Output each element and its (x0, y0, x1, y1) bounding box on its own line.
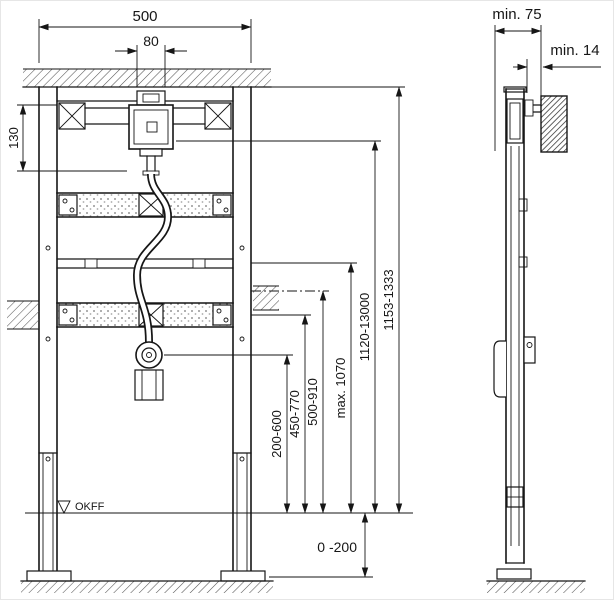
dim-floor-0-200: 0 -200 (269, 512, 373, 578)
dim-supply-label: 500-910 (305, 378, 320, 426)
dim-total-label: 1153-1333 (381, 269, 396, 330)
upper-mounting-rail (56, 192, 234, 218)
dim-width-500: 500 (38, 8, 252, 63)
dim-upper-rail-max-1070: max. 1070 (251, 262, 357, 514)
front-view: OKFF 500 80 130 200-600 (6, 8, 413, 593)
dim-flush-pipe-80: 80 (115, 33, 187, 87)
right-wall-hatch (253, 285, 279, 311)
floor-level-marker: OKFF (57, 500, 105, 515)
dim-top-offset-label: 130 (6, 127, 21, 149)
dim-lower-rail-label: 450-770 (287, 390, 302, 438)
side-view: min. 75 min. 14 (486, 6, 601, 593)
left-wall-hatch (7, 300, 39, 330)
supply-pipe (132, 173, 173, 343)
dim-drain-200-600: 200-600 (164, 354, 293, 514)
dim-flush-pipe-label: 80 (143, 33, 159, 49)
right-foot (220, 570, 266, 582)
dim-wall-clearance-min-14: min. 14 (513, 42, 601, 93)
left-anchor-plate (58, 102, 86, 130)
ground-hatch-side (486, 580, 586, 593)
right-anchor-plate (204, 102, 232, 130)
dim-valve-1120-1300: 1120-13000 (176, 140, 381, 514)
floor-level-label: OKFF (75, 501, 105, 513)
dim-depth-label: min. 75 (492, 6, 541, 23)
dim-width-label: 500 (132, 8, 157, 25)
dim-depth-min-75: min. 75 (492, 6, 542, 151)
dim-drain-label: 200-600 (269, 410, 284, 458)
frame-profile (493, 86, 542, 580)
frame-rails (38, 86, 252, 580)
flush-valve-unit (128, 90, 174, 176)
anchor-arms (84, 107, 206, 125)
left-foot (26, 570, 72, 582)
dim-floor-label: 0 -200 (317, 539, 357, 555)
dim-lower-rail-450-770: 450-770 (251, 314, 311, 514)
top-wall-hatch (22, 68, 272, 88)
dim-valve-label: 1120-13000 (357, 293, 372, 361)
drain-fitting (134, 341, 164, 401)
dim-total-1153-1333: 1153-1333 (253, 86, 405, 514)
dim-upper-rail-label: max. 1070 (333, 358, 348, 419)
dim-top-offset-130: 130 (6, 104, 127, 172)
ground-hatch-front (20, 580, 274, 593)
dim-wall-clearance-label: min. 14 (550, 42, 599, 59)
dim-supply-500-910: 500-910 (251, 290, 329, 514)
wall-section-hatch (540, 95, 568, 153)
